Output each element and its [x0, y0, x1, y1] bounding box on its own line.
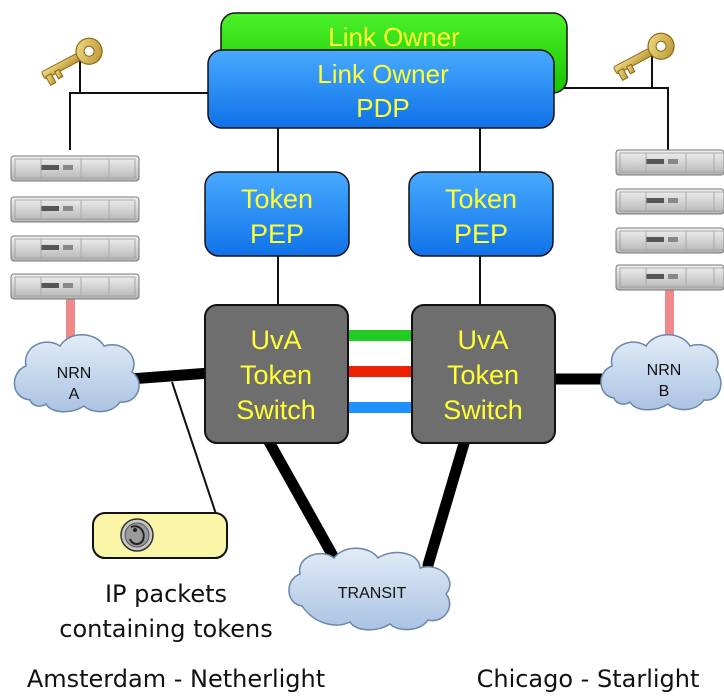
cloud-icon — [13, 334, 140, 413]
svg-text:UvA: UvA — [457, 325, 508, 355]
cloud-icon — [600, 334, 722, 411]
svg-text:NRN: NRN — [647, 362, 682, 379]
cloud-icon — [288, 547, 451, 631]
server-uplink-left — [66, 297, 75, 344]
svg-text:Token: Token — [445, 184, 517, 214]
location-left: Amsterdam - Netherlight — [27, 665, 325, 693]
server-uplink-right — [665, 290, 674, 335]
server-stack-icon — [615, 149, 724, 291]
lightpaths — [347, 330, 413, 413]
token-pep-right: Token PEP — [408, 171, 554, 257]
svg-text:NRN: NRN — [57, 365, 92, 382]
svg-text:Link Owner: Link Owner — [317, 59, 449, 89]
svg-text:A: A — [69, 386, 80, 403]
uva-token-switch-left: UvA Token Switch — [204, 304, 349, 444]
svg-text:TRANSIT: TRANSIT — [338, 585, 407, 602]
server-stack-right — [615, 149, 724, 291]
svg-text:Token: Token — [241, 184, 313, 214]
transit-cloud: TRANSIT — [288, 547, 451, 631]
svg-text:B: B — [659, 383, 670, 400]
key-icon — [613, 32, 675, 81]
svg-text:PEP: PEP — [454, 219, 508, 249]
svg-text:Token: Token — [447, 360, 519, 390]
link-owner-label: Link Owner — [328, 22, 460, 52]
svg-text:PDP: PDP — [356, 93, 409, 123]
svg-text:Switch: Switch — [236, 395, 316, 425]
packet-caption-line1: IP packets — [105, 580, 227, 608]
nrn-b-cloud: NRN B — [600, 334, 722, 411]
svg-text:Switch: Switch — [443, 395, 523, 425]
server-stack-left — [10, 155, 140, 300]
nrn-a-cloud: NRN A — [13, 334, 140, 413]
link-owner-pdp-box: Link Owner PDP — [207, 49, 555, 129]
uva-token-switch-right: UvA Token Switch — [411, 304, 556, 444]
data-links — [124, 367, 618, 571]
location-right: Chicago - Starlight — [477, 665, 700, 693]
server-stack-icon — [10, 155, 140, 300]
token-packet — [92, 512, 228, 559]
token-pep-left: Token PEP — [204, 171, 350, 257]
key-icon — [41, 37, 103, 86]
packet-caption-line2: containing tokens — [59, 615, 272, 643]
coin-icon — [120, 518, 154, 552]
svg-text:PEP: PEP — [250, 219, 304, 249]
svg-text:UvA: UvA — [250, 325, 301, 355]
svg-text:Token: Token — [240, 360, 312, 390]
